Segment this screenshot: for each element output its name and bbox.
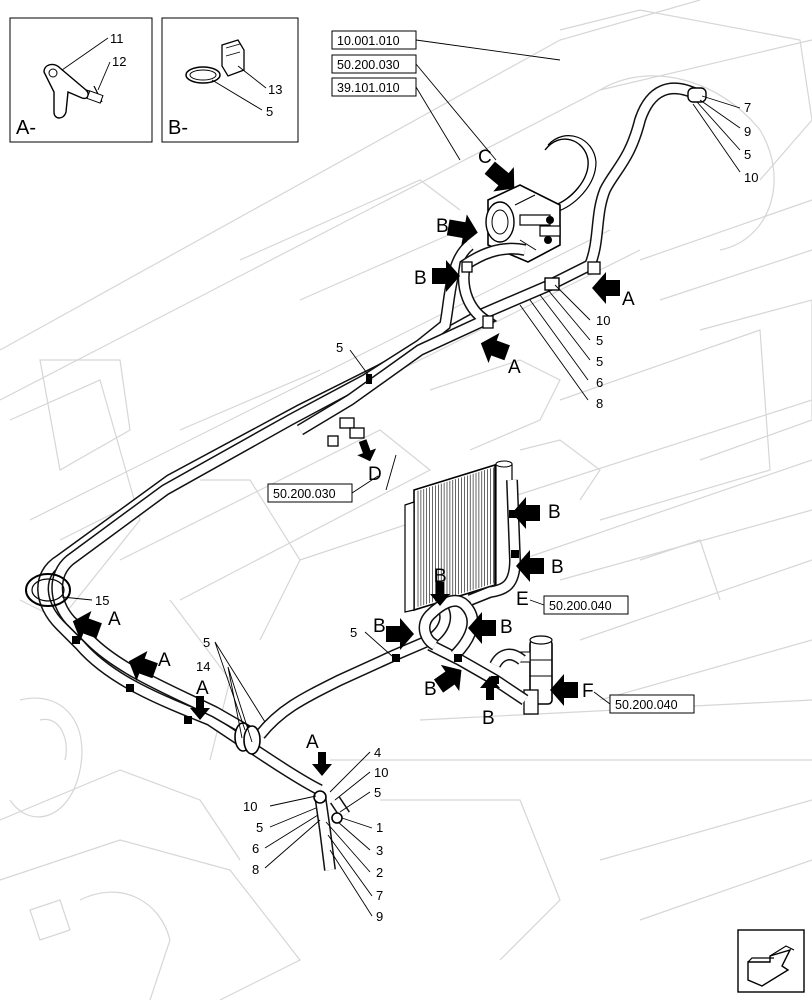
view-letter-b4: B <box>551 557 564 578</box>
view-letter-a5: A <box>196 678 209 699</box>
callout-8: 8 <box>252 862 259 877</box>
callout-4: 4 <box>374 745 381 760</box>
callout-1: 1 <box>376 820 383 835</box>
ref-box-10-001-010[interactable]: 10.001.010 <box>331 30 417 50</box>
callout-6: 6 <box>596 375 603 390</box>
callout-10: 10 <box>744 170 758 185</box>
callout-10: 10 <box>243 799 257 814</box>
view-letter-e: E <box>516 589 529 610</box>
callout-10: 10 <box>374 765 388 780</box>
callout-9: 9 <box>376 909 383 924</box>
view-letter-b9: B <box>482 708 495 729</box>
callout-9: 9 <box>744 124 751 139</box>
direction-indicator-icon <box>737 929 805 993</box>
view-arrows: C B B A A D B B B E B B B B F A A A <box>72 147 635 776</box>
svg-text:39.101.010: 39.101.010 <box>337 81 400 95</box>
callout-8: 8 <box>596 396 603 411</box>
callout-15: 15 <box>95 593 109 608</box>
view-letter-b6: B <box>373 616 386 637</box>
view-letter-b5: B <box>434 566 447 587</box>
callout-11: 11 <box>110 31 124 46</box>
callout-3: 3 <box>376 843 383 858</box>
callout-5: 5 <box>596 354 603 369</box>
detail-view-a: 11 12 A- <box>9 17 153 143</box>
leader-lines <box>61 95 741 917</box>
view-letter-b7: B <box>500 617 513 638</box>
ref-box-39-101-010[interactable]: 39.101.010 <box>331 77 417 97</box>
svg-text:50.200.040: 50.200.040 <box>615 698 678 712</box>
callout-7: 7 <box>376 888 383 903</box>
detail-b-label: B- <box>168 117 188 139</box>
callout-5: 5 <box>596 333 603 348</box>
callout-5: 5 <box>374 785 381 800</box>
detail-view-b: 13 5 B- <box>161 17 299 143</box>
view-letter-d: D <box>368 464 382 485</box>
view-letter-a1: A <box>622 289 635 310</box>
view-letter-b2: B <box>414 268 427 289</box>
callout-2: 2 <box>376 865 383 880</box>
svg-text:10.001.010: 10.001.010 <box>337 34 400 48</box>
callout-numbers: 7 9 5 10 10 5 5 6 8 5 15 5 5 14 4 10 5 1… <box>95 100 758 924</box>
callout-5: 5 <box>203 635 210 650</box>
callout-5: 5 <box>336 340 343 355</box>
svg-text:50.200.030: 50.200.030 <box>337 58 400 72</box>
ref-box-50-200-040-f[interactable]: 50.200.040 <box>609 694 695 714</box>
hose-routing <box>25 82 707 871</box>
callout-13: 13 <box>268 82 282 97</box>
compressor <box>485 135 597 263</box>
callout-6: 6 <box>252 841 259 856</box>
callout-5-detail-b: 5 <box>266 104 273 119</box>
callout-5: 5 <box>350 625 357 640</box>
ref-box-50-200-040-e[interactable]: 50.200.040 <box>543 595 629 615</box>
callout-7: 7 <box>744 100 751 115</box>
callout-10: 10 <box>596 313 610 328</box>
view-letter-b3: B <box>548 502 561 523</box>
view-letter-a6: A <box>306 732 319 753</box>
view-letter-b1: B <box>436 216 449 237</box>
ref-box-50-200-030-top[interactable]: 50.200.030 <box>331 54 417 74</box>
view-letter-a2: A <box>508 357 521 378</box>
view-letter-a3: A <box>108 609 121 630</box>
receiver-drier <box>519 635 553 715</box>
view-letter-c: C <box>478 147 492 168</box>
callout-14: 14 <box>196 659 210 674</box>
detail-a-label: A- <box>16 117 36 139</box>
callout-5: 5 <box>256 820 263 835</box>
view-letter-b8: B <box>424 679 437 700</box>
view-letter-f: F <box>582 681 594 702</box>
callout-5: 5 <box>744 147 751 162</box>
view-letter-a4: A <box>158 650 171 671</box>
ref-box-50-200-030-d[interactable]: 50.200.030 <box>267 483 353 503</box>
svg-text:50.200.030: 50.200.030 <box>273 487 336 501</box>
svg-text:50.200.040: 50.200.040 <box>549 599 612 613</box>
callout-12: 12 <box>112 54 126 69</box>
